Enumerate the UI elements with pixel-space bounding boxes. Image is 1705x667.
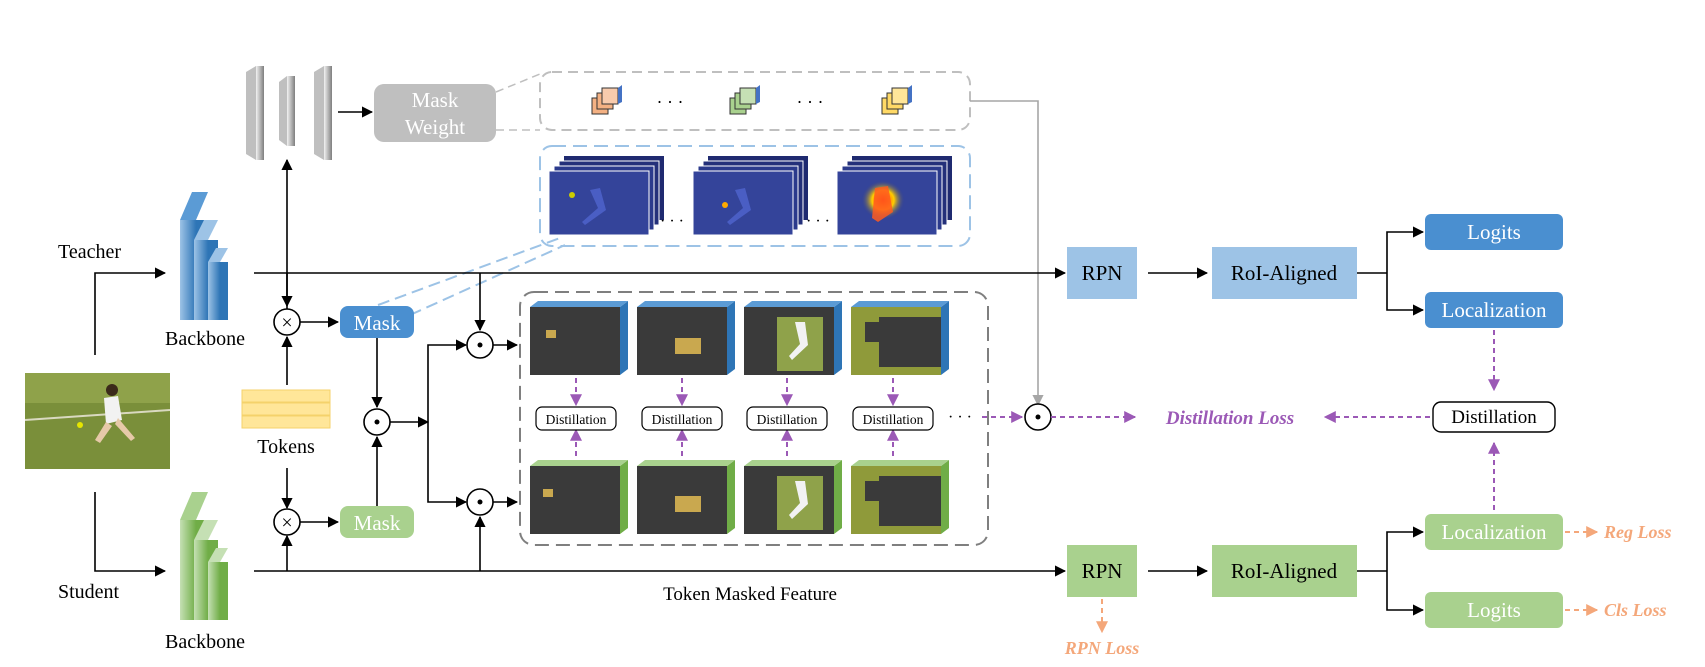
student-feature-tile-1 [530, 460, 628, 534]
token-masked-feature-label: Token Masked Feature [663, 584, 837, 605]
teacher-feature-tile-1 [530, 301, 628, 375]
student-mask-box [340, 506, 414, 538]
teacher-feature-tile-4 [851, 301, 949, 375]
head-distillation-label: Distillation [1451, 407, 1537, 428]
student-label: Student [58, 581, 120, 603]
teacher-localization-box [1425, 292, 1563, 328]
svg-text:Distillation: Distillation [863, 412, 924, 427]
heatmap-stack-2 [692, 156, 808, 236]
mask-weight-label-2: Weight [405, 115, 465, 139]
student-rpn-box [1067, 545, 1137, 597]
teacher-rpn-box [1067, 247, 1137, 299]
student-rpn-label: RPN [1082, 559, 1123, 583]
student-multiply-node: × [273, 508, 301, 536]
svg-text:Distillation: Distillation [546, 412, 607, 427]
svg-text:×: × [281, 512, 292, 534]
mask-weight-box [374, 84, 496, 142]
svg-text:Distillation: Distillation [757, 412, 818, 427]
ellipsis-top-1: · · · [657, 92, 684, 112]
teacher-feature-odot [466, 331, 494, 359]
weight-cube-yellow-icon [881, 85, 912, 115]
ellipsis-heat-2: · · · [806, 213, 830, 230]
student-roi-box [1212, 545, 1357, 597]
input-to-teacher-arrow [94, 267, 167, 355]
final-odot [1024, 403, 1052, 431]
distillation-box-3: Distillation [746, 378, 828, 456]
distillation-box-4: Distillation [852, 378, 934, 456]
svg-text:×: × [281, 312, 292, 334]
weight-network-icon [246, 66, 332, 160]
distillation-box-1: Distillation [535, 378, 617, 456]
teacher-label: Teacher [58, 241, 121, 263]
student-feature-tile-3 [744, 460, 842, 534]
teacher-backbone-icon [180, 192, 228, 320]
input-to-student-arrow [94, 492, 167, 577]
student-roi-label: RoI-Aligned [1231, 559, 1338, 583]
ellipsis-top-2: · · · [797, 92, 824, 112]
teacher-localization-label: Localization [1442, 298, 1547, 322]
student-backbone-icon [180, 492, 228, 620]
student-logits-label: Logits [1467, 598, 1521, 622]
weight-cube-green-icon [729, 85, 760, 115]
teacher-roi-box [1212, 247, 1357, 299]
heatmap-stack-1 [548, 156, 664, 236]
head-distillation-box [1432, 401, 1556, 433]
mask-combine-odot [363, 408, 391, 436]
weight-cube-orange-icon [591, 85, 622, 115]
reg-loss-label: Reg Loss [1603, 522, 1672, 542]
mask-weight-label-1: Mask [412, 88, 459, 112]
student-mask-label: Mask [354, 511, 401, 535]
teacher-rpn-label: RPN [1082, 261, 1123, 285]
teacher-mask-label: Mask [354, 311, 401, 335]
student-feature-tile-4 [851, 460, 949, 534]
teacher-logits-box [1425, 214, 1563, 250]
teacher-feature-tile-3 [744, 301, 842, 375]
svg-text:Distillation: Distillation [652, 412, 713, 427]
teacher-roi-label: RoI-Aligned [1231, 261, 1338, 285]
student-logits-box [1425, 592, 1563, 628]
student-localization-label: Localization [1442, 520, 1547, 544]
teacher-multiply-node: × [273, 308, 301, 336]
ellipsis-heat-1: · · · [660, 213, 684, 230]
distillation-loss-label: Distillation Loss [1165, 408, 1294, 429]
distillation-box-2: Distillation [641, 378, 723, 456]
ellipsis-mid: · · · [948, 409, 972, 426]
mask-weight-to-odot-arrow [970, 100, 1044, 407]
teacher-logits-label: Logits [1467, 220, 1521, 244]
cls-loss-label: Cls Loss [1604, 600, 1667, 620]
rpn-loss-label: RPN Loss [1064, 638, 1140, 658]
token-masked-feature-container [519, 291, 989, 546]
tokens-icon [241, 389, 331, 429]
heatmap-stack-3 [836, 156, 952, 236]
student-feature-odot [466, 488, 494, 516]
input-image [24, 373, 171, 469]
teacher-mask-box [340, 306, 414, 338]
heatmap-container [539, 145, 971, 247]
teacher-backbone-label: Backbone [165, 328, 245, 350]
student-localization-box [1425, 514, 1563, 550]
student-backbone-label: Backbone [165, 631, 245, 653]
tokens-label: Tokens [257, 436, 315, 458]
teacher-feature-tile-2 [637, 301, 735, 375]
student-feature-tile-2 [637, 460, 735, 534]
